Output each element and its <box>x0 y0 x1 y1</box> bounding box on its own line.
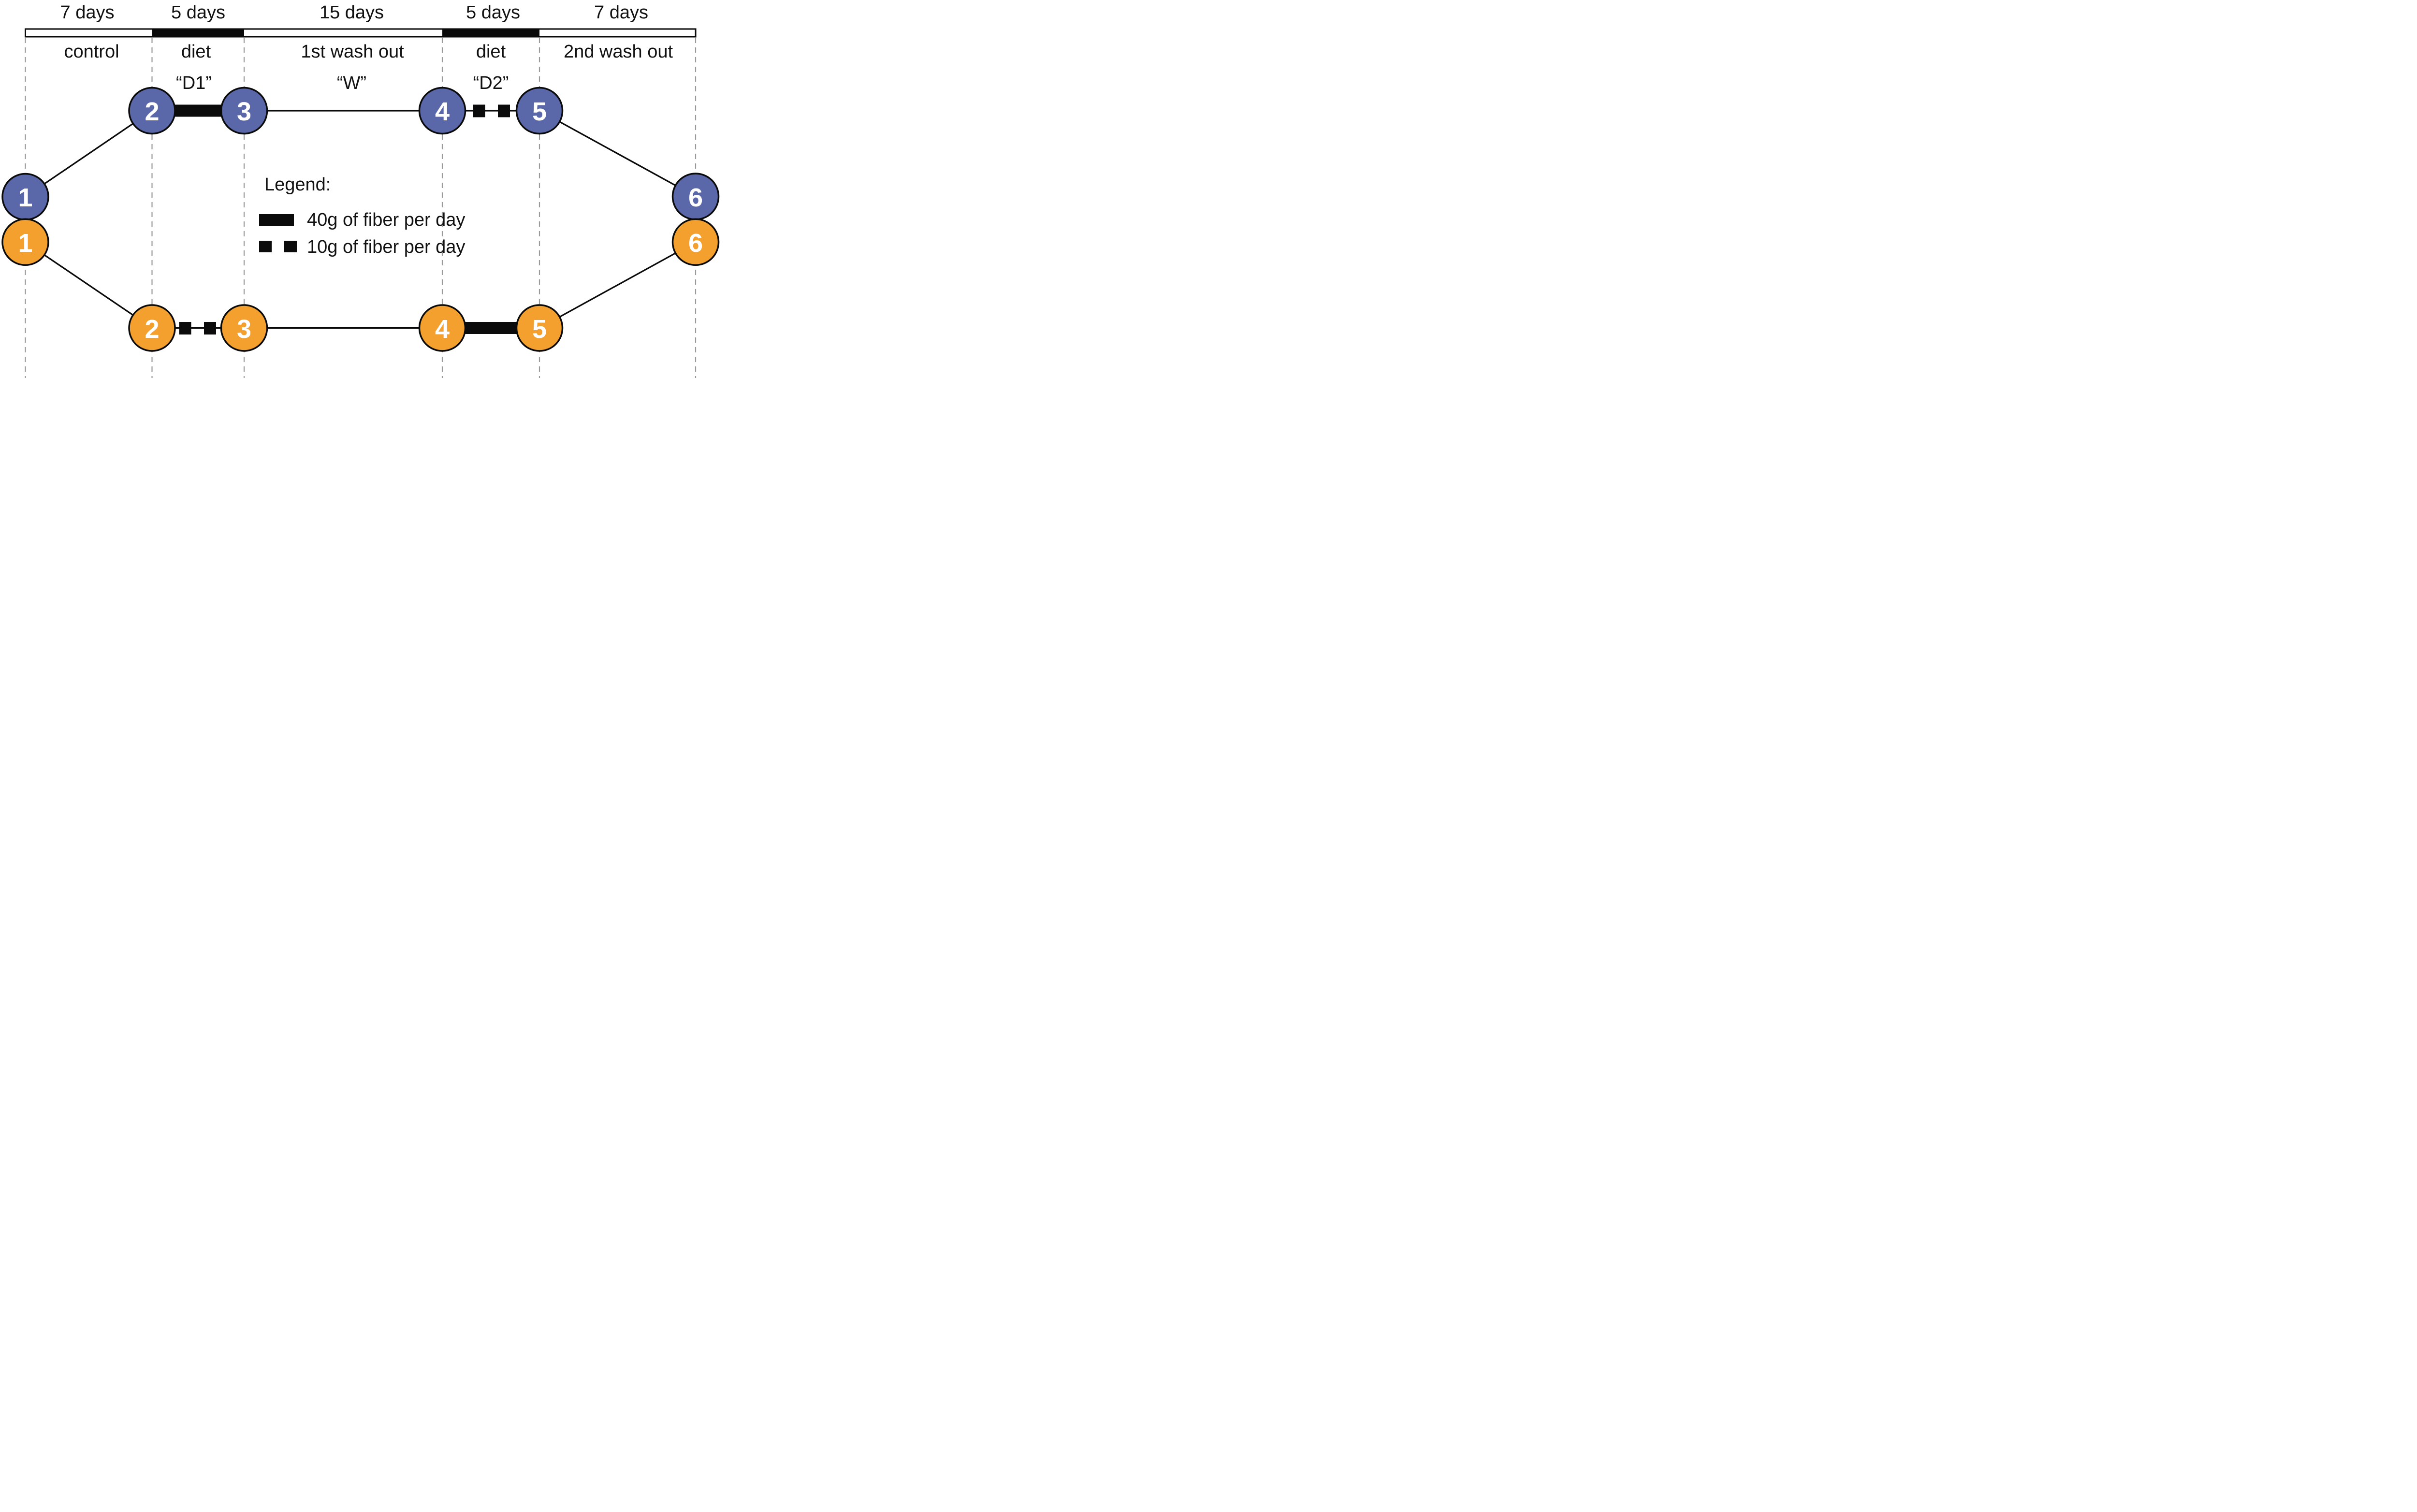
blue-node-4-number: 4 <box>435 97 450 126</box>
blue-node-3-number: 3 <box>236 97 252 126</box>
orange-node-1-circle <box>1 218 49 266</box>
duration-label-diet2: 5 days <box>466 2 520 23</box>
orange-arm-nodes <box>1 218 720 352</box>
legend-10g-swatch-1 <box>259 241 272 252</box>
study-design-figure: 7 days 5 days 15 days 5 days 7 days cont… <box>0 0 720 378</box>
blue-node-6-number: 6 <box>688 183 703 212</box>
blue-node-1-number: 1 <box>18 183 33 212</box>
code-label-d1: “D1” <box>176 73 212 93</box>
phase-label-diet1: diet <box>181 42 211 62</box>
blue-node-2-number: 2 <box>145 97 160 126</box>
blue-node-5-circle <box>515 87 564 135</box>
phase-label-washout2: 2nd wash out <box>563 42 673 62</box>
phase-label-diet2: diet <box>476 42 506 62</box>
legend-title: Legend: <box>264 174 331 195</box>
blue-40g-bar-2-3 <box>175 104 221 117</box>
figure-graphics <box>1 28 720 378</box>
timeline-diet1-segment <box>152 28 244 38</box>
code-label-d2: “D2” <box>473 73 509 93</box>
orange-node-3-circle <box>220 304 268 352</box>
orange-node-5-circle <box>515 304 564 352</box>
legend-40g-label: 40g of fiber per day <box>307 210 466 230</box>
legend-10g-swatch-2 <box>284 241 297 252</box>
blue-node-5-number: 5 <box>532 97 547 126</box>
orange-node-4-number: 4 <box>435 314 450 344</box>
blue-node-4-circle <box>418 87 466 135</box>
orange-node-4-circle <box>418 304 466 352</box>
orange-node-6-circle <box>671 218 720 266</box>
orange-node-2-number: 2 <box>145 314 160 344</box>
orange-node-5-number: 5 <box>532 314 547 344</box>
blue-node-2-circle <box>128 87 176 135</box>
duration-label-diet1: 5 days <box>171 2 225 23</box>
phase-label-washout1: 1st wash out <box>301 42 404 62</box>
orange-10g-square-1 <box>179 322 191 334</box>
ten-g-squares <box>179 104 510 334</box>
blue-line-5-6 <box>539 110 696 197</box>
blue-node-3-circle <box>220 87 268 135</box>
orange-10g-square-2 <box>204 322 216 334</box>
orange-line-5-6 <box>539 241 696 329</box>
blue-arm-nodes <box>1 87 720 221</box>
blue-line-1-2 <box>25 110 153 198</box>
orange-node-6-number: 6 <box>688 228 703 258</box>
legend-40g-swatch <box>259 214 294 226</box>
blue-10g-square-1 <box>473 104 485 117</box>
blue-10g-square-2 <box>498 104 510 117</box>
duration-label-washout2: 7 days <box>594 2 648 23</box>
orange-node-1-number: 1 <box>18 228 33 258</box>
orange-node-3-number: 3 <box>236 314 252 344</box>
duration-label-control: 7 days <box>60 2 115 23</box>
timeline-diet2-segment <box>442 28 539 38</box>
duration-label-washout1: 15 days <box>319 2 384 23</box>
phase-label-control: control <box>64 42 119 62</box>
orange-40g-bar-4-5 <box>465 322 517 334</box>
orange-node-2-circle <box>128 304 176 352</box>
timeline-bar <box>25 28 697 38</box>
legend-10g-label: 10g of fiber per day <box>307 237 466 257</box>
orange-line-1-2 <box>25 241 153 329</box>
code-label-w: “W” <box>336 73 367 93</box>
